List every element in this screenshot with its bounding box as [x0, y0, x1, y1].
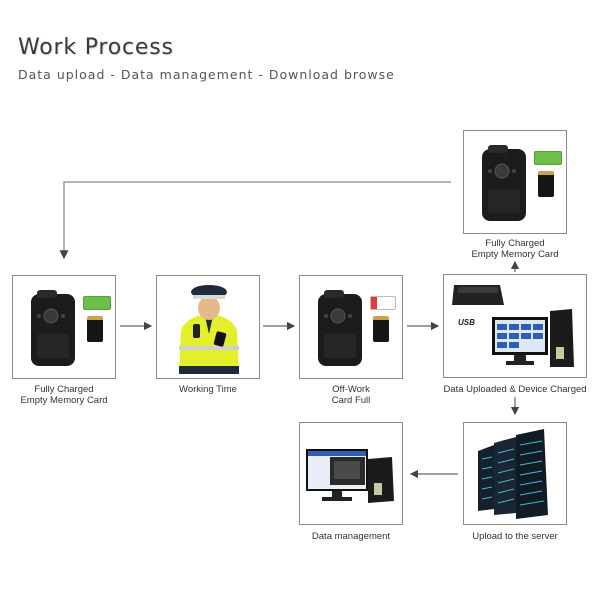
- caption-upload-server: Upload to the server: [451, 531, 579, 542]
- caption-off-work: Off-Work Card Full: [287, 384, 415, 406]
- battery-level: [371, 297, 377, 309]
- computer-workstation-icon: [306, 449, 394, 503]
- page-subtitle: Data upload - Data management - Download…: [18, 67, 395, 82]
- step-upload-server: [463, 422, 567, 525]
- caption-line: Data management: [311, 531, 391, 542]
- caption-fully-charged: Fully Charged Empty Memory Card: [0, 384, 128, 406]
- step-data-management: [299, 422, 403, 525]
- caption-line: Empty Memory Card: [471, 249, 559, 260]
- step-data-upload: USB: [443, 274, 587, 378]
- loop-back-arrow: [59, 181, 451, 260]
- caption-line: Upload to the server: [472, 531, 558, 542]
- body-camera-icon: [318, 290, 362, 366]
- caption-working-time: Working Time: [144, 384, 272, 395]
- step-recharged: [463, 130, 567, 234]
- docking-station-icon: USB: [452, 285, 574, 367]
- caption-line: Off-Work: [332, 384, 370, 395]
- caption-line: Empty Memory Card: [20, 395, 108, 406]
- caption-data-management: Data management: [287, 531, 415, 542]
- step-working-time: [156, 275, 260, 379]
- battery-full-icon: [534, 151, 562, 165]
- battery-full-icon: [83, 296, 111, 310]
- body-camera-icon: [482, 145, 526, 221]
- server-rack-icon: [478, 429, 548, 519]
- caption-line: Working Time: [179, 384, 237, 395]
- police-officer-icon: [179, 285, 239, 374]
- caption-line: Fully Charged: [34, 384, 94, 395]
- battery-low-icon: [370, 296, 396, 310]
- memory-card-icon: [87, 316, 103, 342]
- usb-label: USB: [458, 318, 475, 327]
- caption-line: Fully Charged: [485, 238, 545, 249]
- body-camera-icon: [31, 290, 75, 366]
- caption-line: Data Uploaded & Device Charged: [443, 384, 587, 395]
- caption-line: Card Full: [331, 395, 371, 406]
- step-fully-charged: [12, 275, 116, 379]
- caption-data-upload: Data Uploaded & Device Charged: [430, 384, 600, 395]
- caption-recharged: Fully Charged Empty Memory Card: [451, 238, 579, 260]
- memory-card-icon: [373, 316, 389, 342]
- step-off-work: [299, 275, 403, 379]
- page-title: Work Process: [18, 35, 174, 60]
- memory-card-icon: [538, 171, 554, 197]
